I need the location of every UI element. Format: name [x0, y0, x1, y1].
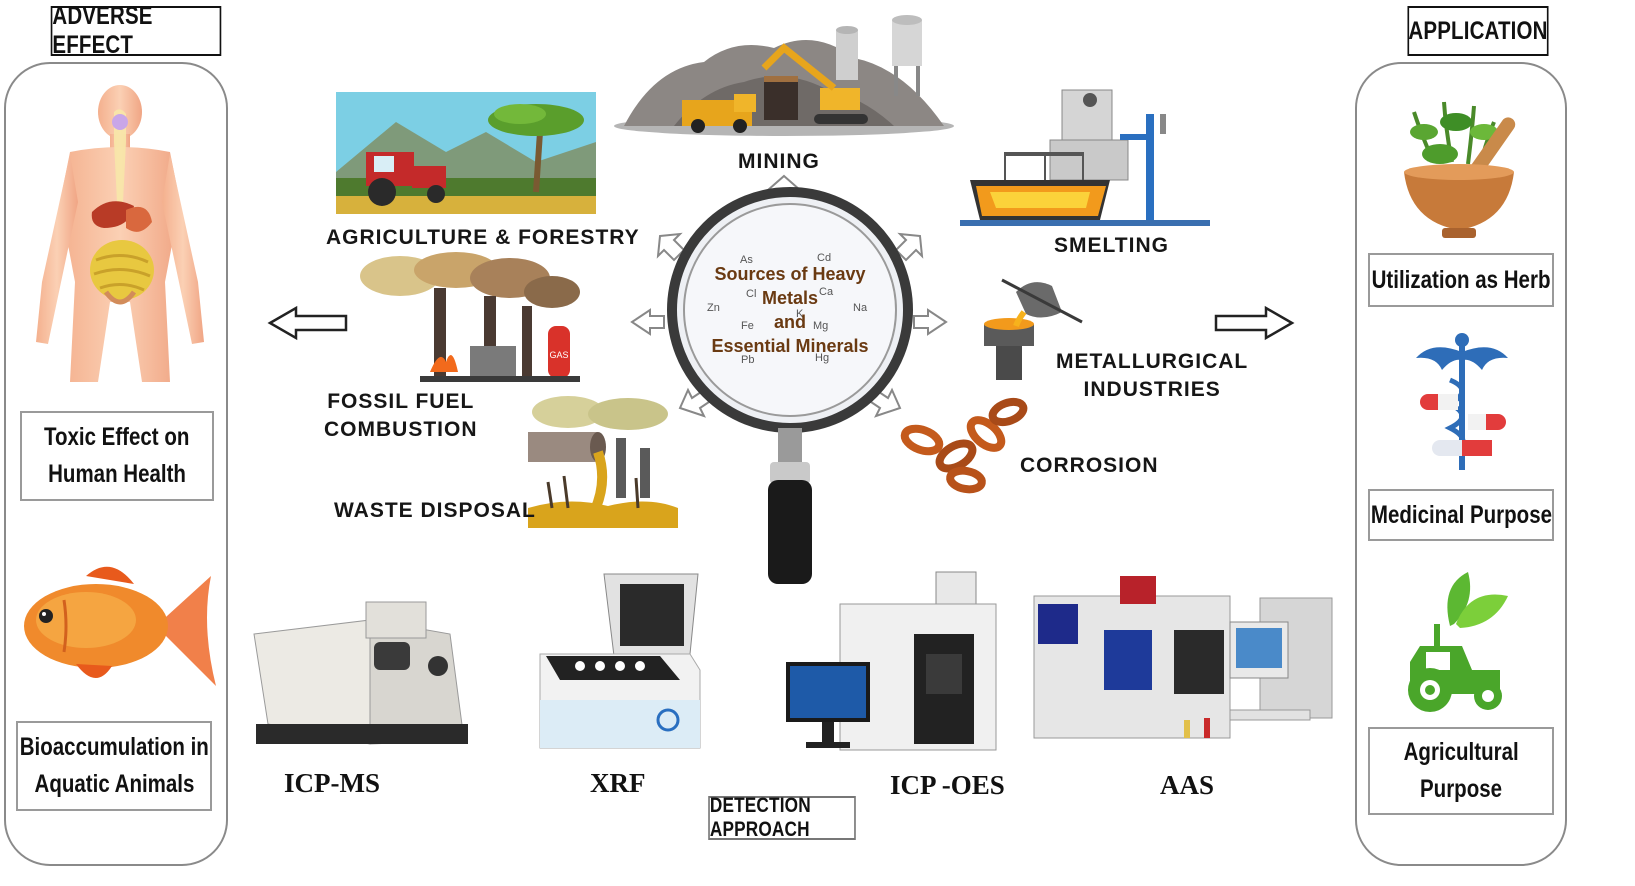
caduceus-icon: [1416, 333, 1508, 470]
corrosion-chain-illustration: [900, 397, 1028, 494]
agriculture-forestry-label: AGRICULTURE & FORESTRY: [326, 226, 640, 249]
element-fe: Fe: [741, 320, 754, 332]
element-as: As: [740, 254, 753, 266]
human-body-icon: [36, 85, 204, 382]
toxic-effect-line1: Toxic Effect on: [44, 423, 190, 451]
aas-instrument: [1033, 576, 1333, 739]
goldfish-icon: [24, 566, 216, 686]
agricultural-purpose-line2: Purpose: [1419, 775, 1503, 803]
icp-oes-label: ICP -OES: [890, 770, 1005, 800]
fossil-fuel-line2: COMBUSTION: [324, 418, 478, 441]
herb-utilization-label: Utilization as Herb: [1371, 265, 1551, 294]
fossil-fuel-line1: FOSSIL FUEL: [327, 390, 475, 413]
aas-label: AAS: [1160, 770, 1215, 800]
element-na: Na: [853, 302, 868, 314]
herb-mortar-icon: [1404, 101, 1516, 238]
element-pb: Pb: [741, 354, 755, 366]
adverse-effect-header: ADVERSE EFFECT: [50, 2, 222, 59]
metallurgical-illustration: [984, 278, 1083, 380]
detection-approach-header: DETECTION APPROACH: [708, 794, 856, 841]
bioaccumulation-line2: Aquatic Animals: [34, 770, 194, 798]
green-tractor-icon: [1408, 572, 1508, 712]
left-outline-arrow: [267, 305, 348, 341]
medicinal-purpose-box: Medicinal Purpose: [1368, 489, 1554, 541]
metallurgical-line1: METALLURGICAL: [1056, 350, 1249, 373]
waste-disposal-label: WASTE DISPOSAL: [334, 499, 536, 522]
element-hg: Hg: [815, 352, 830, 364]
metallurgical-line2: INDUSTRIES: [1083, 378, 1221, 401]
agriculture-forestry-illustration: [336, 92, 596, 214]
icp-ms-instrument: [253, 601, 468, 745]
bioaccumulation-box: Bioaccumulation in Aquatic Animals: [16, 721, 212, 811]
herb-utilization-box: Utilization as Herb: [1368, 253, 1554, 307]
icp-oes-instrument: [786, 571, 997, 751]
element-mg: Mg: [813, 320, 829, 332]
element-cd: Cd: [817, 252, 832, 264]
mining-label: MINING: [738, 150, 820, 173]
element-ca: Ca: [819, 286, 834, 298]
mining-illustration: [614, 15, 954, 136]
element-bubbles: As Cd Cl Ca Zn K Na Fe Mg Pb Hg: [700, 240, 880, 380]
element-cl: Cl: [746, 288, 757, 300]
application-header: APPLICATION: [1407, 6, 1549, 56]
medicinal-purpose-label: Medicinal Purpose: [1370, 500, 1552, 529]
element-zn: Zn: [707, 302, 720, 314]
center-title-line3: and: [773, 312, 806, 332]
center-title-line2: Metals: [761, 288, 819, 308]
fossil-fuel-label: FOSSIL FUEL COMBUSTION: [324, 388, 478, 444]
fossil-fuel-illustration: GAS: [360, 252, 580, 382]
center-title-line1: Sources of Heavy: [714, 264, 866, 284]
center-title: Sources of Heavy Metals and Essential Mi…: [690, 262, 890, 358]
xrf-instrument: [539, 573, 701, 749]
xrf-label: XRF: [590, 768, 646, 798]
waste-disposal-illustration: [528, 396, 678, 528]
metallurgical-label: METALLURGICAL INDUSTRIES: [1056, 348, 1248, 404]
corrosion-label: CORROSION: [1020, 454, 1159, 477]
center-title-line4: Essential Minerals: [711, 336, 869, 356]
element-k: K: [796, 308, 804, 320]
toxic-effect-box: Toxic Effect on Human Health: [20, 411, 214, 501]
right-outline-arrow: [1214, 305, 1295, 341]
bioaccumulation-line1: Bioaccumulation in: [19, 733, 209, 761]
agricultural-purpose-line1: Agricultural: [1403, 738, 1519, 766]
toxic-effect-line2: Human Health: [48, 460, 186, 488]
smelting-label: SMELTING: [1054, 234, 1169, 257]
gas-cylinder-label: GAS: [549, 350, 568, 360]
agricultural-purpose-box: Agricultural Purpose: [1368, 727, 1554, 815]
icp-ms-label: ICP-MS: [284, 768, 380, 798]
magnifying-glass-icon: [630, 174, 948, 584]
smelting-illustration: [960, 89, 1210, 226]
